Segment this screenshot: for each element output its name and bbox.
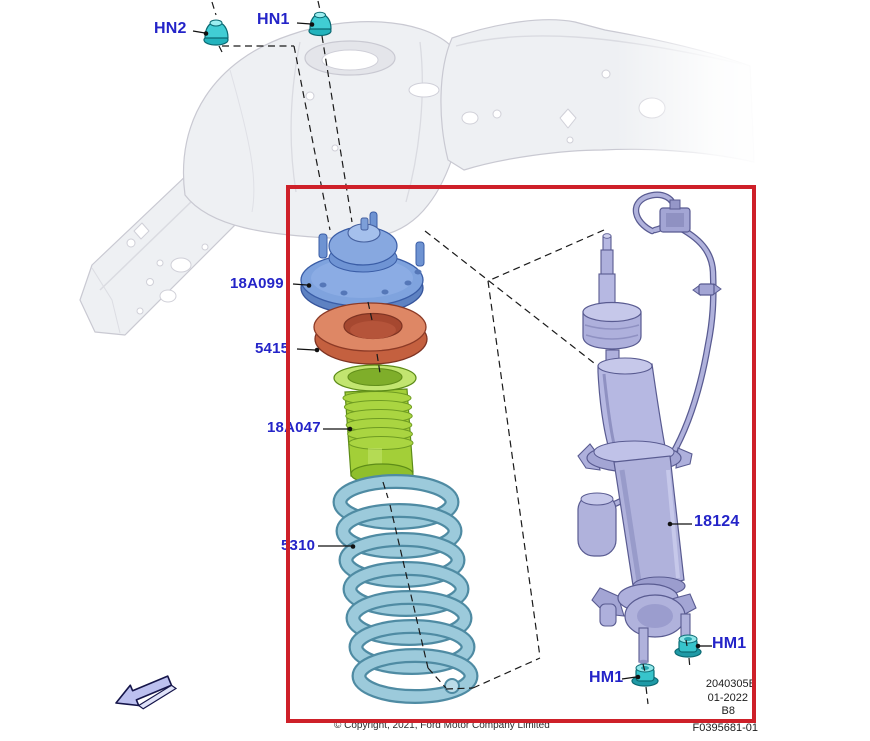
callout-hn2: HN2 <box>154 20 187 37</box>
front-direction-arrow-icon <box>115 675 178 710</box>
spring-isolator-illustration <box>313 302 428 365</box>
hn1-nut-icon <box>308 11 332 37</box>
callout-hm1-right: HM1 <box>712 635 747 652</box>
callout-leader-lines <box>192 22 712 680</box>
callout-coil-spring: 5310 <box>281 537 316 554</box>
revision-date: 01-2022 <box>707 692 748 704</box>
sheet-code: B8 <box>721 705 735 717</box>
revision-code: 2040305B <box>705 678 756 690</box>
callout-strut-mount: 18A099 <box>230 275 284 292</box>
hn2-nut-icon <box>203 19 229 46</box>
shock-absorber-illustration <box>577 191 722 665</box>
callout-dust-boot: 18A047 <box>267 419 321 436</box>
hm1-left-nut-icon <box>631 663 659 687</box>
callout-spring-isolator: 5415 <box>255 340 290 357</box>
dashed-alignment-lines <box>211 0 691 705</box>
hm1-right-nut-icon <box>674 634 702 658</box>
coil-spring-illustration <box>332 474 479 704</box>
copyright-notice: © Copyright, 2021, Ford Motor Company Li… <box>334 720 550 731</box>
strut-mount-illustration <box>300 211 425 315</box>
dust-boot-illustration <box>333 364 417 485</box>
callout-hm1-left: HM1 <box>589 669 624 686</box>
callout-shock-absorber: 18124 <box>694 513 740 530</box>
callout-hn1: HN1 <box>257 11 290 28</box>
figure-number: F0395681-01 <box>692 722 758 734</box>
